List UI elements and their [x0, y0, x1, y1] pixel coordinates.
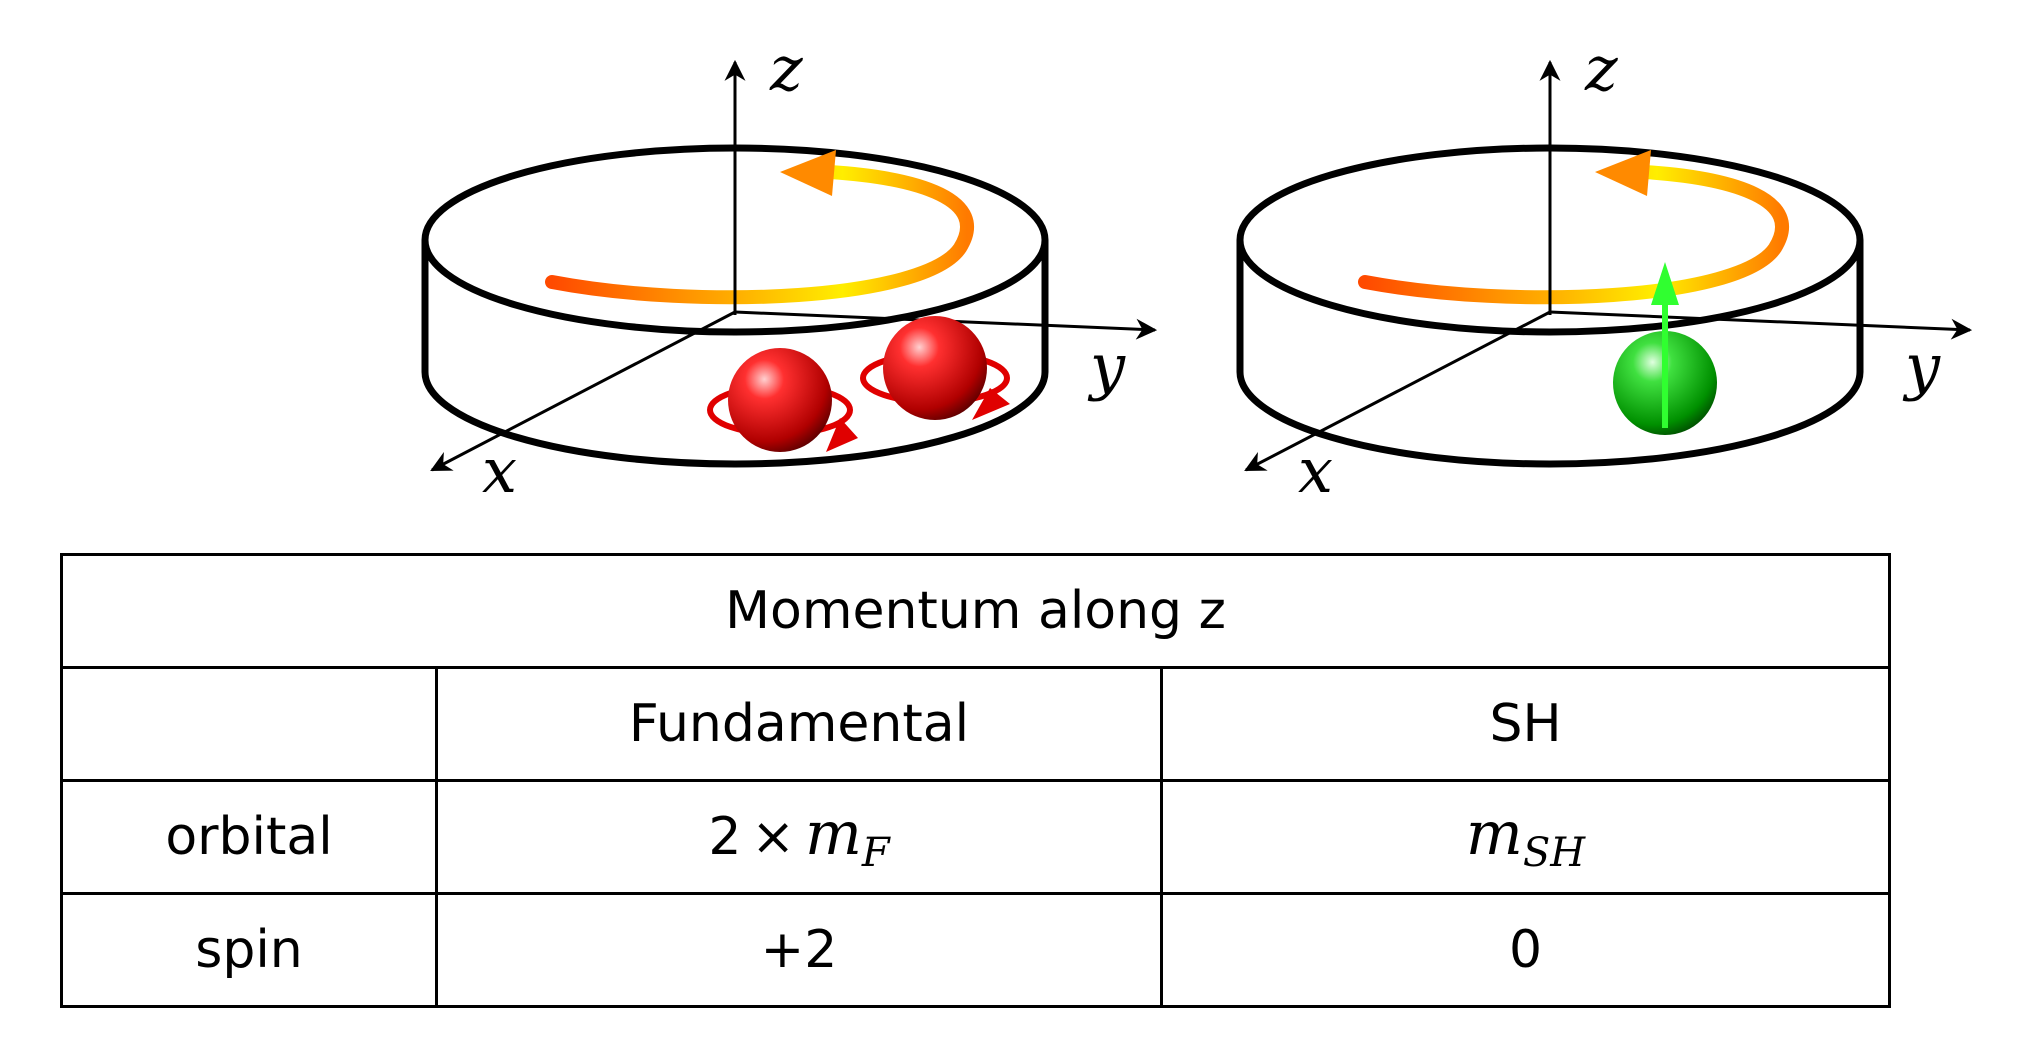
orbit-arrow-right — [1358, 165, 1789, 305]
fundamental-panel: z y x — [421, 32, 1158, 507]
table-header-row: Momentum along z — [59, 553, 1892, 669]
momentum-table: Momentum along z Fundamental SH orbital … — [59, 553, 1892, 1008]
sh-panel: z y x — [1236, 32, 1973, 507]
orbit-arrow-left — [545, 165, 974, 305]
y-axis-label-right: y — [1902, 330, 1941, 403]
momentum-diagram: z y x z y x — [421, 32, 1973, 507]
orbital-var-sh: m — [1465, 798, 1523, 869]
orbital-sub-sh: SH — [1522, 829, 1586, 876]
table-row: orbital 2×mF mSH — [60, 779, 1892, 895]
x-axis-label-left: x — [482, 434, 517, 507]
spin-fundamental-value: +2 — [435, 892, 1163, 1008]
orbital-var-fundamental: m — [805, 798, 862, 869]
sh-photon-particle — [1613, 262, 1717, 435]
y-axis-label-left: y — [1087, 330, 1126, 403]
column-header-sh: SH — [1159, 666, 1892, 782]
x-axis-label-right: x — [1298, 434, 1333, 507]
table-header: Momentum along z — [59, 553, 1892, 669]
disk-left-wall — [421, 240, 1049, 468]
column-header-empty — [60, 666, 438, 782]
times-symbol: × — [751, 806, 795, 867]
x-axis-left — [430, 310, 736, 472]
orbital-fundamental-value: 2×mF — [435, 779, 1163, 895]
column-header-fundamental: Fundamental — [435, 666, 1163, 782]
table-row: spin +2 0 — [60, 892, 1892, 1008]
spin-sh-value: 0 — [1159, 892, 1892, 1008]
row-label-spin: spin — [60, 892, 438, 1008]
photon-particle-1 — [707, 348, 858, 452]
table-column-row: Fundamental SH — [60, 666, 1892, 782]
orbital-sub-fundamental: F — [861, 829, 890, 876]
orbital-coefficient: 2 — [708, 806, 742, 867]
y-axis-right — [1549, 310, 1973, 340]
orbital-sh-value: mSH — [1159, 779, 1892, 895]
row-label-orbital: orbital — [60, 779, 438, 895]
photon-particle-2 — [860, 316, 1010, 420]
x-axis-right — [1244, 310, 1551, 472]
z-axis-label-left: z — [769, 32, 803, 105]
disk-right-wall — [1236, 240, 1864, 468]
z-axis-label-right: z — [1584, 32, 1618, 105]
orbit-arrowhead-right — [1595, 150, 1651, 196]
orbit-arrowhead-left — [780, 150, 836, 196]
